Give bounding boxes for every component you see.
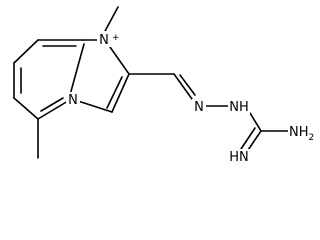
bond-ch-n-imine-inner: [179, 74, 196, 96]
bond-n4-c8a: [69, 43, 85, 96]
bond-ch-n-imine: [173, 73, 193, 100]
bond-c2-c3: [111, 73, 130, 113]
bond-c-nh-imine-inner: [240, 127, 256, 150]
bond-nh-c: [249, 112, 262, 132]
bond-c2-c3-inner: [106, 76, 123, 109]
structure-drawing: N + N N NH NH2 HN: [13, 6, 314, 165]
molecule-diagram: N + N N NH NH2 HN: [13, 6, 314, 165]
bond-c5-n4: [37, 100, 69, 120]
atom-n-imine: N: [194, 100, 204, 115]
atom-nh2-subscript: 2: [309, 133, 315, 143]
atom-nh-hydrazone: NH: [229, 100, 249, 115]
bond-c8-c7: [13, 39, 39, 64]
atom-nh2: NH2: [289, 125, 314, 143]
bond-n1-c2: [109, 46, 130, 75]
bond-c3-n4: [77, 100, 113, 113]
atom-n-plus-charge: +: [112, 33, 120, 43]
bond-c5-n4-inner: [40, 97, 64, 112]
atom-n-bridge: N: [68, 93, 78, 108]
bond-c6-c5: [13, 97, 39, 120]
bond-n1-methyl: [103, 6, 119, 34]
atom-n-plus: N: [99, 33, 109, 48]
atom-nh-imine: HN: [229, 150, 249, 165]
